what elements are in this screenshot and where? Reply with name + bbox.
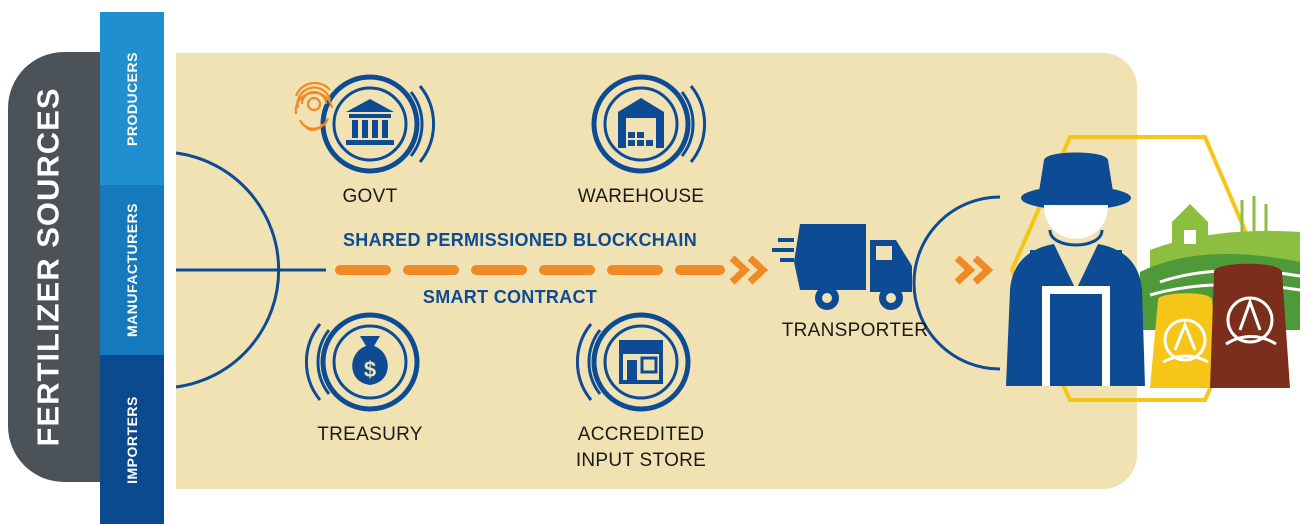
farmer-hexagon: [1009, 135, 1265, 402]
input-store-label: ACCREDITED INPUT STORE: [566, 422, 716, 474]
govt-label: GOVT: [342, 186, 398, 207]
treasury-icon: $: [305, 312, 420, 412]
warehouse-icon: [591, 74, 706, 174]
input-store-label-line2: INPUT STORE: [575, 450, 707, 471]
yellow-fertilizer-bag-icon: [1150, 293, 1220, 388]
fingerprint-icon: [294, 81, 334, 131]
farmer-arc: [912, 195, 1001, 371]
svg-text:$: $: [364, 357, 376, 382]
farmer-icon: [1006, 152, 1145, 386]
flow-chevron-icon: [729, 255, 769, 285]
warehouse-label: WAREHOUSE: [577, 186, 705, 207]
category-producers: PRODUCERS: [100, 12, 164, 185]
category-importers: IMPORTERS: [100, 355, 164, 524]
truck-icon: [772, 224, 912, 310]
category-manufacturers: MANUFACTURERS: [100, 185, 164, 355]
sources-tab: [8, 52, 118, 482]
govt-icon: [320, 74, 435, 174]
shared-blockchain-label: SHARED PERMISSIONED BLOCKCHAIN: [342, 230, 698, 250]
treasury-label: TREASURY: [317, 424, 423, 445]
farmer-chevron-icon: [954, 255, 994, 285]
smart-contract-label: SMART CONTRACT: [422, 287, 598, 307]
input-store-label-line1: ACCREDITED: [577, 424, 705, 445]
input-store-icon: [576, 312, 691, 412]
transporter-label: TRANSPORTER: [781, 320, 929, 341]
brown-fertilizer-bag-icon: [1210, 263, 1290, 388]
